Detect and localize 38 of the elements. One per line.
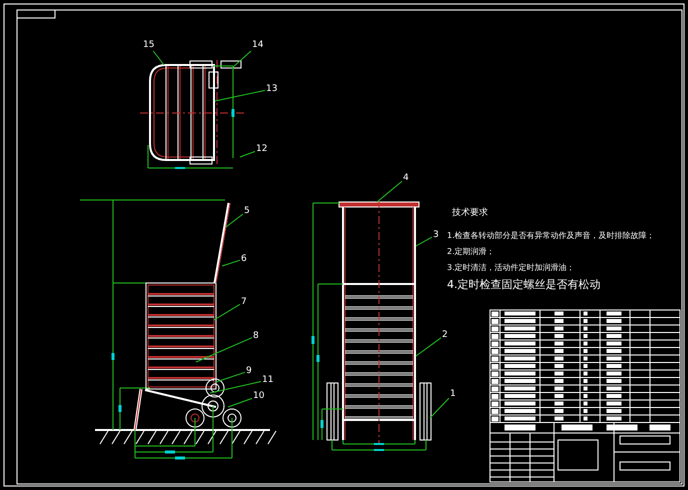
leader-line: [216, 372, 246, 382]
callout-number: 13: [266, 84, 278, 94]
trolley-side-view-drawing: [80, 200, 242, 460]
leader-line: [196, 337, 252, 362]
callout-number: 10: [253, 391, 264, 401]
requirement-note: 2.定期润滑；: [447, 246, 495, 257]
leader-line: [152, 50, 164, 66]
trolley-top-view-drawing: [140, 60, 244, 169]
callout-number: 2: [442, 330, 448, 340]
leader-line: [376, 180, 402, 202]
callout-number: 11: [262, 375, 274, 385]
leader-line: [210, 381, 262, 394]
requirements-heading: 技术要求: [452, 208, 488, 219]
callout-number: 7: [241, 297, 247, 307]
callout-number: 6: [241, 254, 247, 264]
leader-line: [416, 236, 432, 246]
callout-number: 1: [450, 389, 456, 399]
requirement-note: 4.定时检查固定螺丝是否有松动: [447, 279, 600, 290]
callout-number: 4: [403, 173, 409, 183]
callout-number: 9: [246, 366, 252, 376]
leader-line: [416, 337, 442, 356]
requirement-note: 3.定时清洁，活动件定时加润滑油；: [447, 262, 575, 273]
callout-number: 12: [256, 144, 268, 154]
leader-line: [222, 260, 240, 266]
leader-line: [232, 50, 252, 68]
callout-number: 8: [253, 331, 259, 341]
callout-number: 14: [252, 40, 264, 50]
leader-line: [228, 398, 252, 408]
callout-number: 5: [244, 206, 250, 216]
leader-line: [226, 214, 244, 228]
callout-number: 3: [433, 230, 439, 240]
requirement-note: 1.检查各转动部分是否有异常动作及声音，及时排除故障；: [447, 230, 655, 241]
leader-line: [214, 304, 240, 320]
leader-line: [240, 151, 256, 158]
leader-line: [430, 398, 450, 418]
leader-line: [214, 90, 266, 102]
callout-number: 15: [143, 40, 154, 50]
trolley-front-view-drawing: [312, 200, 432, 451]
